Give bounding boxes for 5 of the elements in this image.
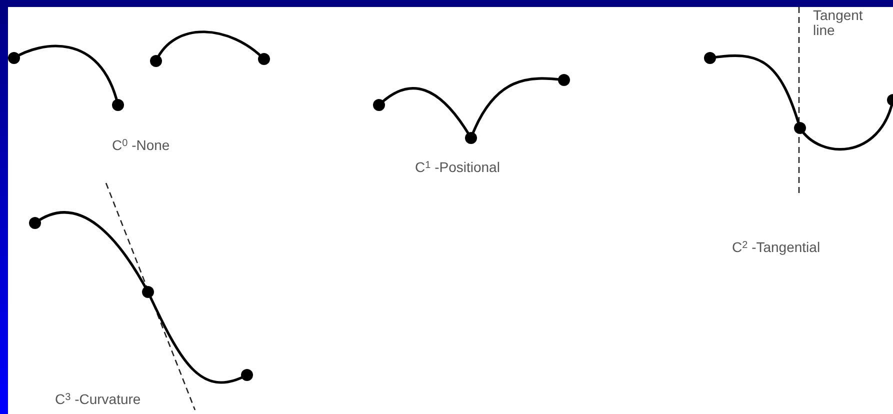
- continuity-label: C$^{2}$ -Tangential: [732, 240, 820, 256]
- continuity-label: C$^{3}$ -Curvature: [55, 392, 141, 408]
- continuity-label: C$^{1}$ -Positional: [415, 160, 500, 176]
- tangent-line-label: Tangent line: [813, 8, 864, 39]
- continuity-label: C$^{0}$ -None: [112, 138, 170, 154]
